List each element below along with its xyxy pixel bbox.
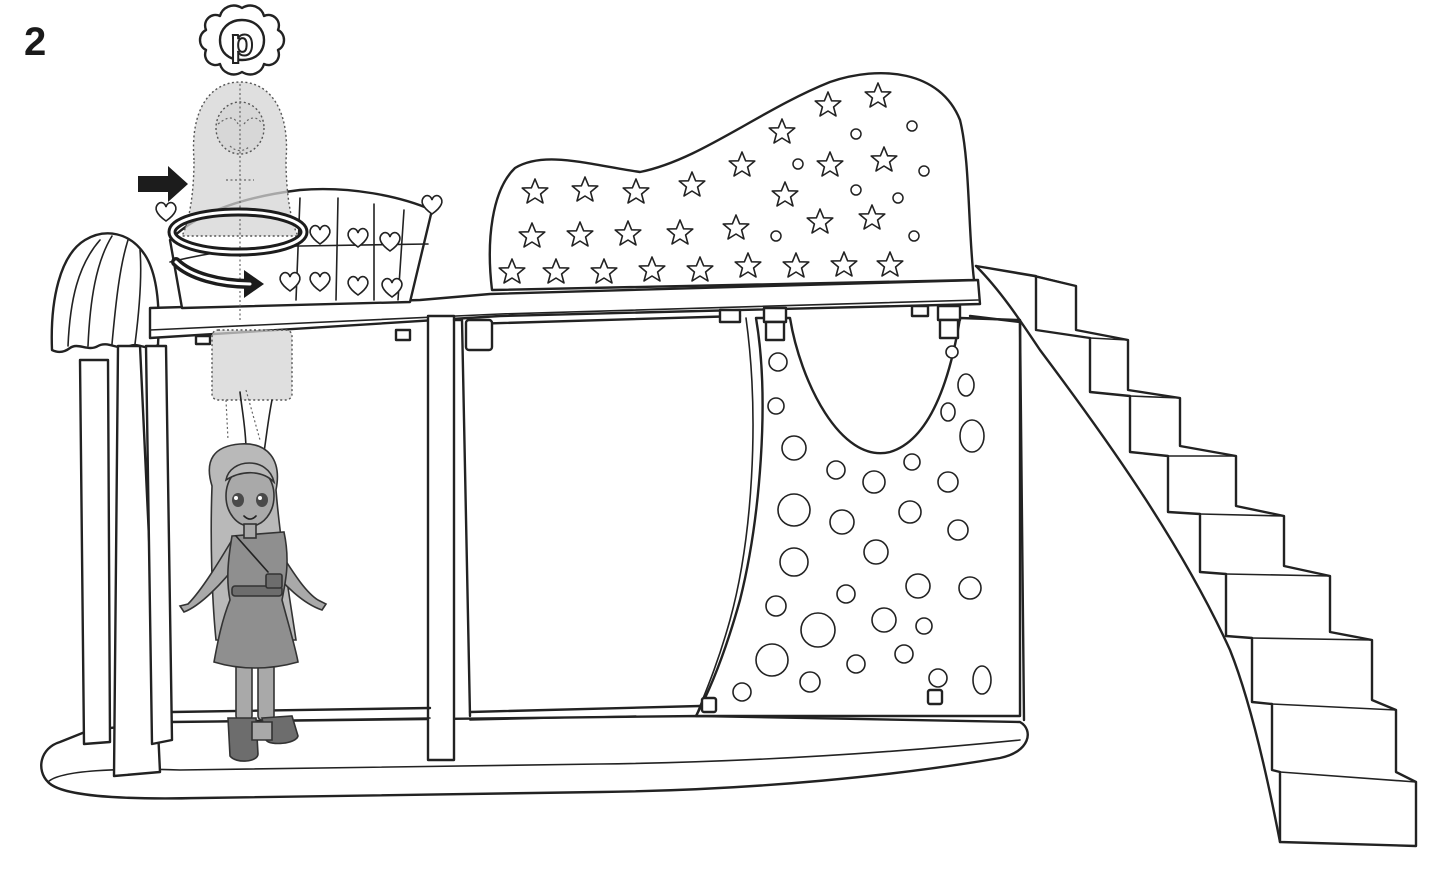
bubble-curtain [696, 306, 1024, 720]
doll-figure [180, 392, 326, 761]
base-floor [41, 716, 1027, 798]
push-arrow-icon [138, 166, 188, 202]
star-wall-panel [490, 73, 974, 290]
heart-icon [156, 203, 176, 221]
logo-letter: p [230, 22, 253, 64]
flower-logo-icon: p [200, 6, 284, 75]
staircase [976, 266, 1416, 846]
